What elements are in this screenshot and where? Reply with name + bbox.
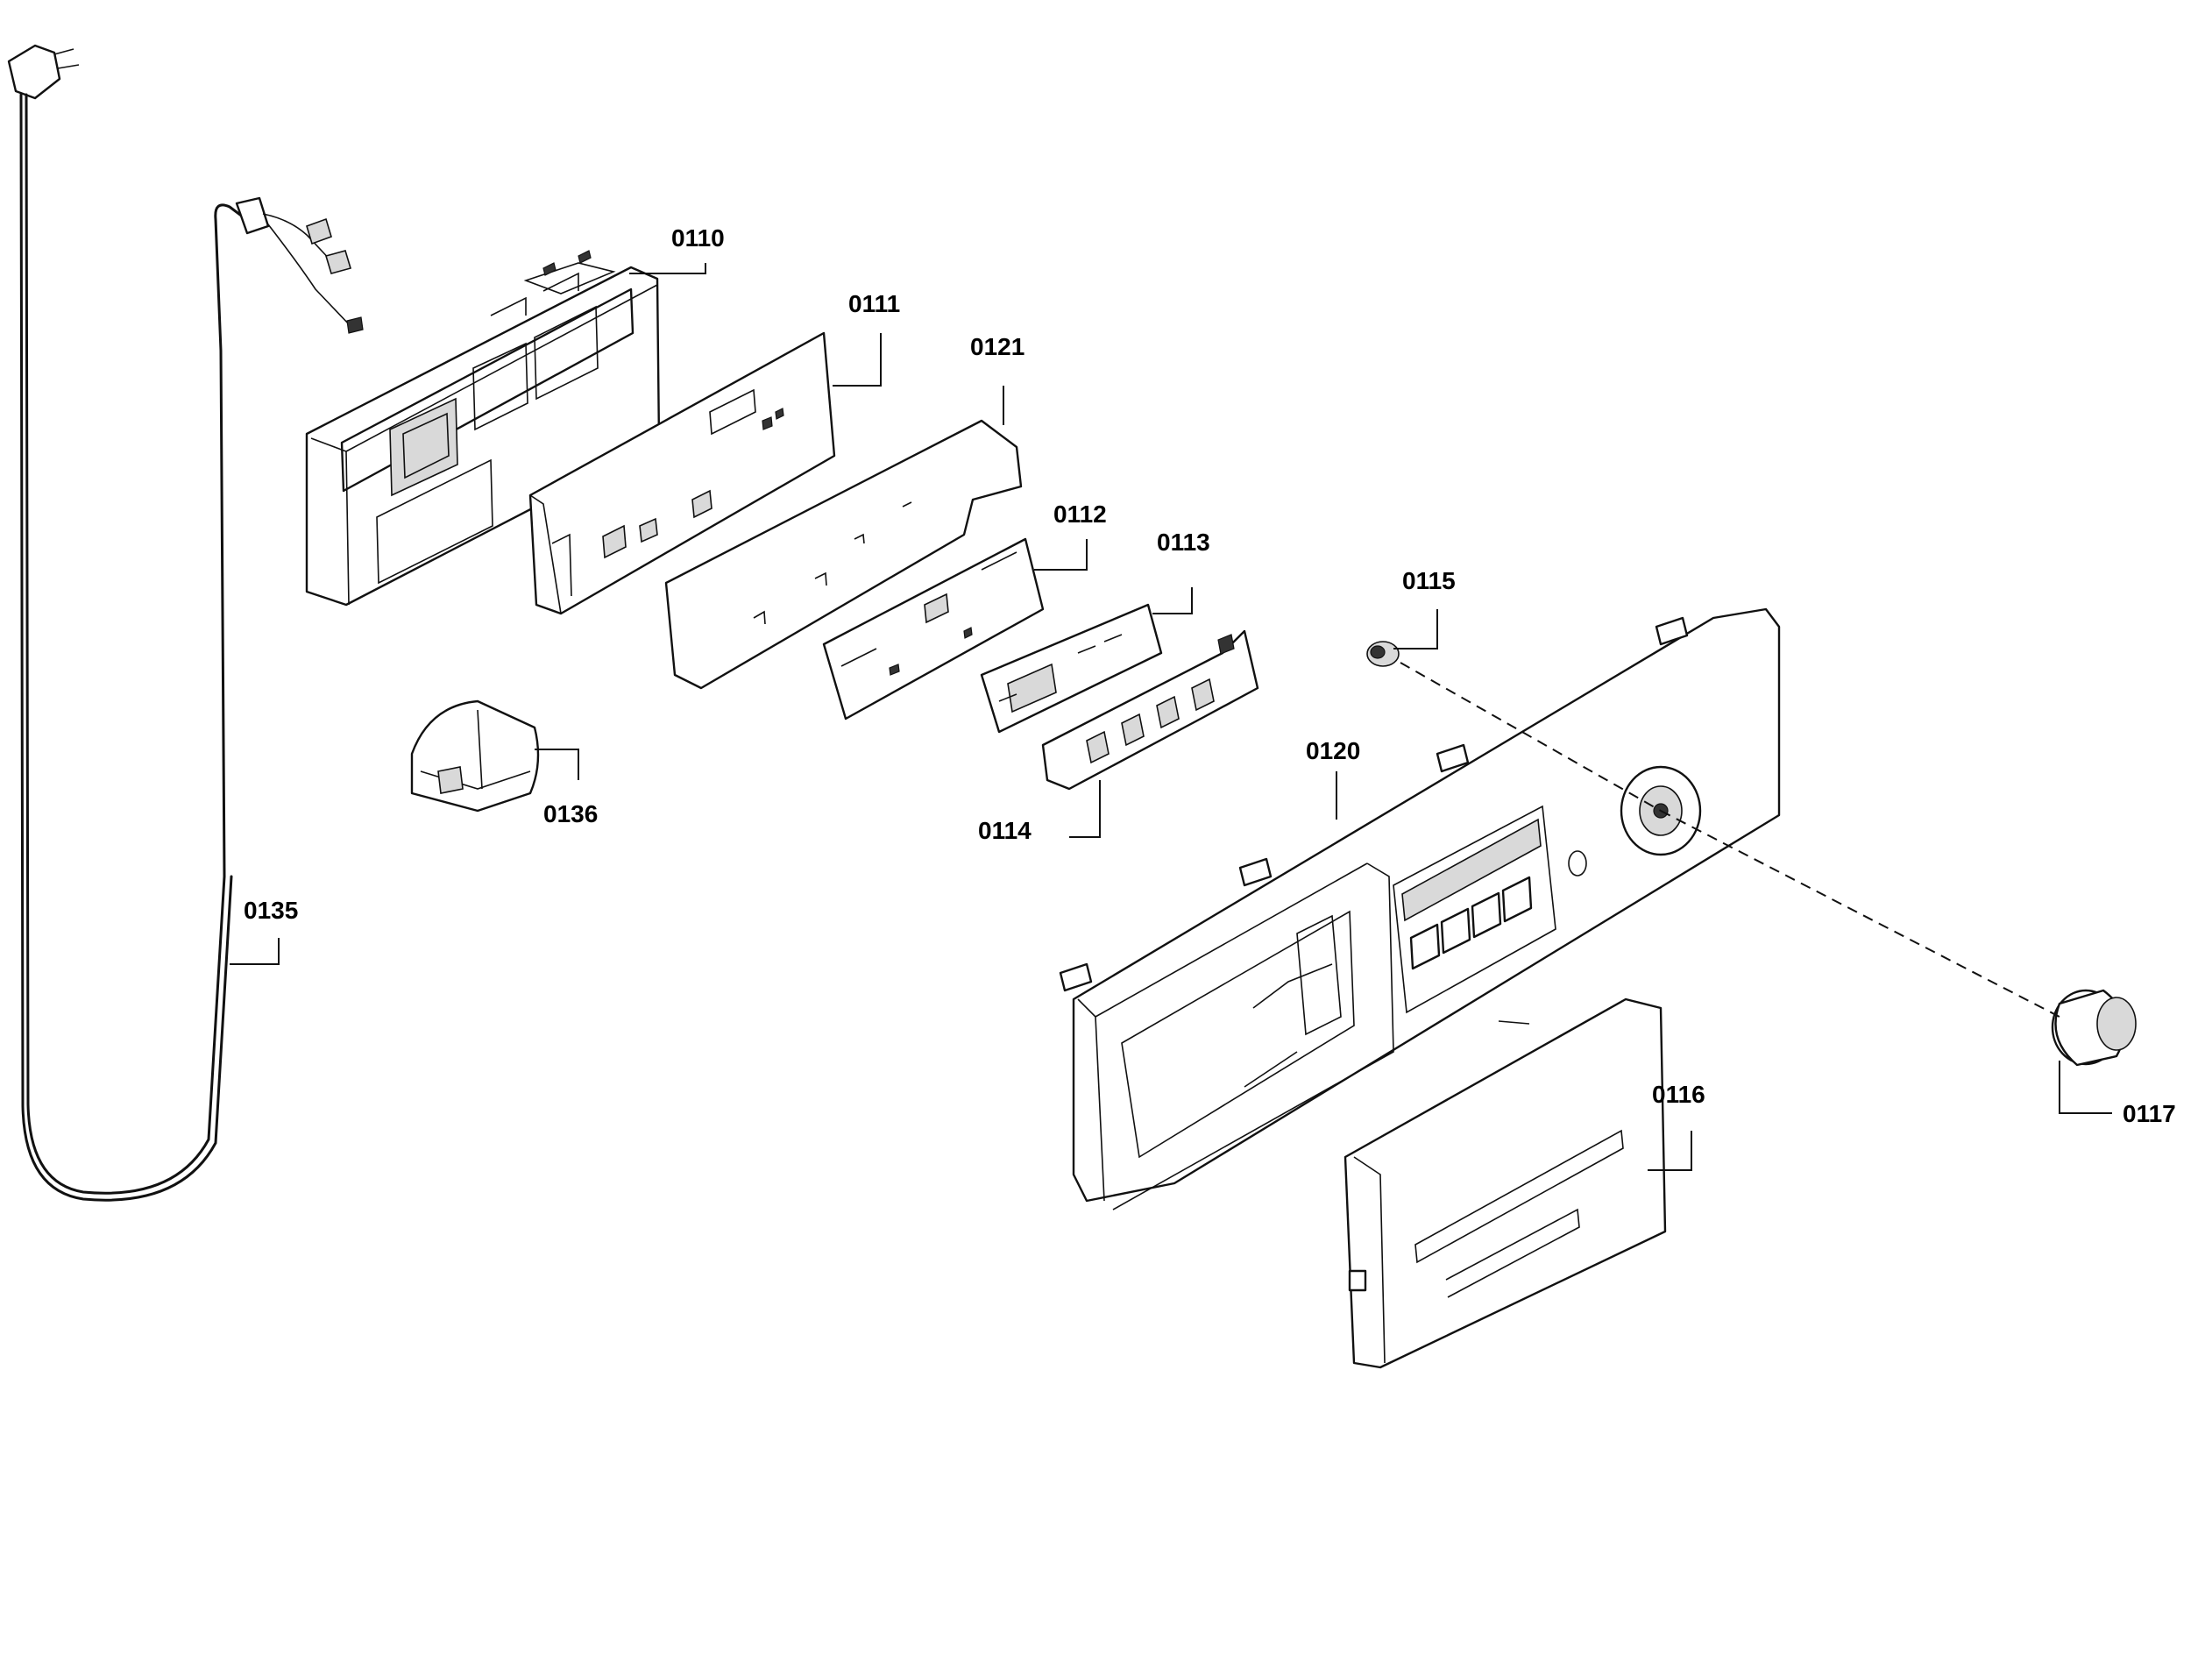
callout-0110: 0110 xyxy=(671,224,725,252)
button-holder-0113 xyxy=(980,603,1163,734)
display-board-0112 xyxy=(822,537,1045,720)
callout-0121: 0121 xyxy=(970,333,1024,360)
assembly-line-0115 xyxy=(1400,662,1662,812)
callout-0135: 0135 xyxy=(244,897,298,924)
indicator-light-0115 xyxy=(1366,641,1400,667)
module-housing-0110 xyxy=(305,250,661,607)
interference-filter-0136 xyxy=(410,699,540,813)
power-cord-0135 xyxy=(7,44,364,1202)
button-strip-0114 xyxy=(1041,629,1259,791)
drawer-handle-0116 xyxy=(1344,997,1667,1369)
insulation-sheet-0121 xyxy=(664,419,1023,690)
assembly-line-0117 xyxy=(1660,810,2060,1018)
leader-lines xyxy=(230,263,2112,1171)
callout-0117: 0117 xyxy=(2123,1100,2176,1127)
control-panel-0120 xyxy=(1059,607,1781,1210)
callout-0115: 0115 xyxy=(1402,567,1456,594)
circuit-board-0111 xyxy=(528,331,836,615)
callout-0111: 0111 xyxy=(848,290,900,317)
callout-0136: 0136 xyxy=(543,800,598,827)
callout-0113: 0113 xyxy=(1157,529,1210,556)
selector-knob-0117 xyxy=(1498,989,2137,1067)
callout-0114: 0114 xyxy=(978,817,1032,844)
callout-0112: 0112 xyxy=(1053,500,1107,528)
callout-0116: 0116 xyxy=(1652,1081,1705,1108)
callout-0120: 0120 xyxy=(1306,737,1360,764)
